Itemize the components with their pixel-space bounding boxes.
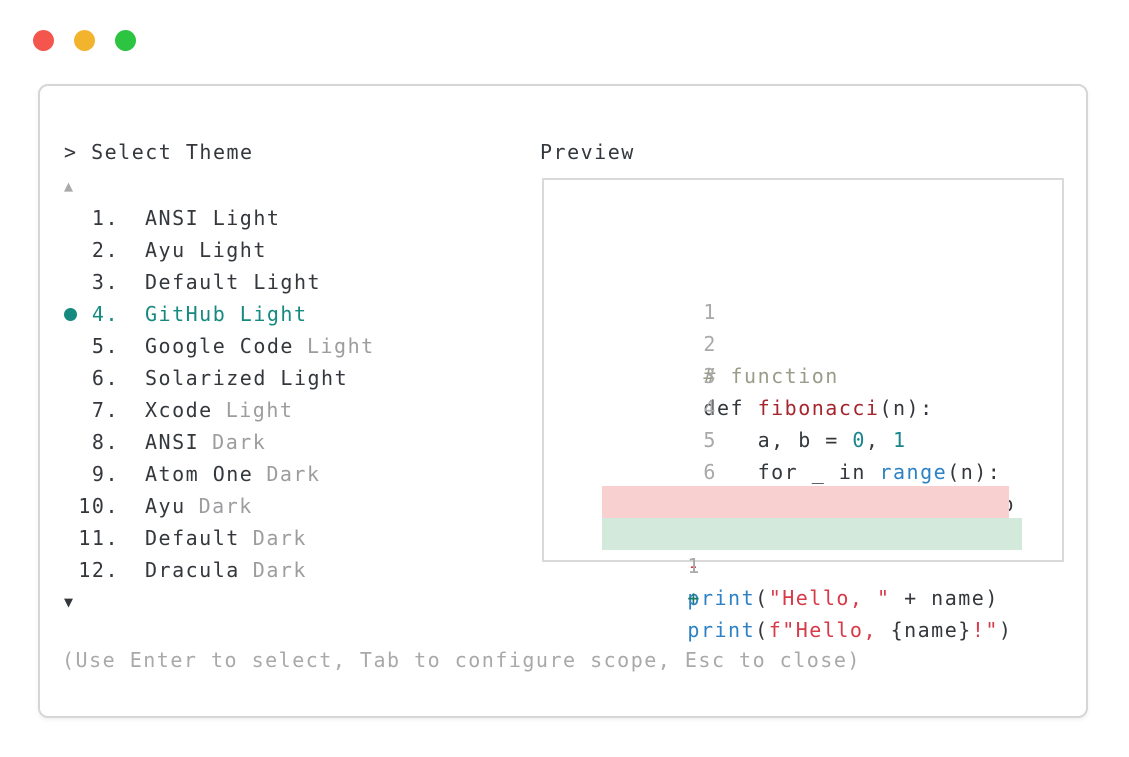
theme-list-item[interactable]: 11. Default Dark [64, 522, 524, 554]
line-number: 1 [687, 554, 701, 578]
theme-list-item[interactable]: 6. Solarized Light [64, 362, 524, 394]
code-line: 1 + print(f"Hello, {name}!") [544, 486, 1062, 642]
code-line-content: 3 a, b = 0, 1 [622, 328, 906, 452]
theme-list-item[interactable]: 9. Atom One Dark [64, 458, 524, 490]
code-text: print(f"Hello, {name}!") [687, 618, 1013, 642]
code-line-content: 1 - print("Hello, " + name) [602, 486, 1009, 610]
selected-indicator-dot [64, 394, 78, 426]
code-text: for _ in range(n): [703, 460, 1002, 484]
help-text: (Use Enter to select, Tab to configure s… [62, 648, 861, 672]
line-number: 1 [703, 300, 717, 324]
code-line: 4 for _ in range(n): [544, 328, 1062, 484]
diff-marker: + [687, 586, 701, 610]
theme-name-muted: Light [306, 334, 375, 358]
code-line-content: 1 + print(f"Hello, {name}!") [602, 518, 1023, 642]
selected-indicator-dot [64, 202, 78, 234]
theme-number: 9. [91, 462, 119, 486]
theme-name-muted: Dark [266, 462, 321, 486]
code-text: # function [703, 364, 839, 388]
theme-name-muted: Light [225, 398, 294, 422]
theme-name: ANSI [145, 430, 200, 454]
line-number: 2 [703, 332, 717, 356]
code-line: 1 # function [544, 232, 1062, 388]
theme-list-item[interactable]: 3. Default Light [64, 266, 524, 298]
close-button[interactable] [33, 30, 54, 51]
scroll-down-indicator[interactable]: ▼ [64, 593, 75, 611]
selected-indicator-dot [64, 234, 78, 266]
theme-number: 8. [91, 430, 119, 454]
code-line: 3 a, b = 0, 1 [544, 296, 1062, 452]
theme-list-item[interactable]: 7. Xcode Light [64, 394, 524, 426]
theme-name-muted: Dark [212, 430, 267, 454]
theme-number: 5. [91, 334, 119, 358]
code-line: 2 def fibonacci(n): [544, 264, 1062, 420]
code-text: def fibonacci(n): [703, 396, 934, 420]
theme-number: 7. [91, 398, 119, 422]
select-theme-prompt: > Select Theme [64, 140, 254, 164]
theme-name: Ayu [145, 494, 186, 518]
selected-indicator-dot [64, 426, 78, 458]
theme-number: 6. [91, 366, 119, 390]
code-line-content: 6 return a [622, 424, 866, 548]
theme-name: Dracula [145, 558, 240, 582]
theme-list-item[interactable]: 12. Dracula Dark [64, 554, 524, 586]
selected-indicator-dot [64, 266, 78, 298]
theme-list-item[interactable]: 10. Ayu Dark [64, 490, 524, 522]
code-line-content: 5 a, b = b, a + b [622, 392, 1015, 516]
theme-name: ANSI Light [145, 206, 281, 230]
theme-list-item[interactable]: 2. Ayu Light [64, 234, 524, 266]
code-line-content: 4 for _ in range(n): [622, 360, 1001, 484]
theme-number: 2. [91, 238, 119, 262]
code-text: print("Hello, " + name) [687, 586, 999, 610]
code-line-content: 1 # function [622, 264, 839, 388]
theme-number: 4. [91, 302, 119, 326]
preview-pane: 1 # function 2 def fibonacci(n): 3 a, b … [542, 178, 1064, 642]
diff-marker: - [687, 554, 701, 578]
theme-name-muted: Dark [198, 494, 253, 518]
theme-name: Xcode [145, 398, 213, 422]
selected-indicator-dot [64, 330, 78, 362]
theme-name: Default Light [145, 270, 322, 294]
theme-number: 12. [78, 558, 119, 582]
theme-list: 1. ANSI Light 2. Ayu Light 3. Default Li… [64, 202, 524, 586]
theme-name: Solarized Light [145, 366, 349, 390]
minimize-button[interactable] [74, 30, 95, 51]
selected-indicator-dot [64, 458, 78, 490]
line-number: 4 [703, 396, 717, 420]
theme-name: Atom One [145, 462, 254, 486]
theme-list-item[interactable]: 5. Google Code Light [64, 330, 524, 362]
theme-name: Google Code [145, 334, 294, 358]
theme-list-item[interactable]: 8. ANSI Dark [64, 426, 524, 458]
theme-number: 3. [91, 270, 119, 294]
theme-name: Default [145, 526, 240, 550]
theme-name-muted: Dark [252, 526, 307, 550]
theme-list-item[interactable]: 4. GitHub Light [64, 298, 524, 330]
code-line: 1 - print("Hello, " + name) [544, 454, 1062, 610]
line-number: 3 [703, 364, 717, 388]
selected-indicator-dot [64, 298, 78, 330]
preview-title: Preview [540, 140, 635, 164]
line-number: 6 [703, 460, 717, 484]
code-line-content: 2 def fibonacci(n): [622, 296, 933, 420]
code-text: a, b = 0, 1 [703, 428, 907, 452]
selected-indicator-dot [64, 362, 78, 394]
zoom-button[interactable] [115, 30, 136, 51]
theme-selector-window: > Select Theme ▲ 1. ANSI Light 2. Ayu Li… [38, 84, 1088, 718]
window-controls [33, 30, 136, 51]
theme-name-muted: Dark [252, 558, 307, 582]
selected-indicator-dot [64, 554, 78, 586]
theme-name: Ayu Light [145, 238, 267, 262]
theme-number: 1. [91, 206, 119, 230]
theme-number: 10. [78, 494, 119, 518]
selected-indicator-dot [64, 490, 78, 522]
selected-indicator-dot [64, 522, 78, 554]
theme-list-item[interactable]: 1. ANSI Light [64, 202, 524, 234]
theme-name: GitHub Light [145, 302, 308, 326]
line-number: 5 [703, 428, 717, 452]
theme-number: 11. [78, 526, 119, 550]
scroll-up-indicator[interactable]: ▲ [64, 177, 75, 195]
